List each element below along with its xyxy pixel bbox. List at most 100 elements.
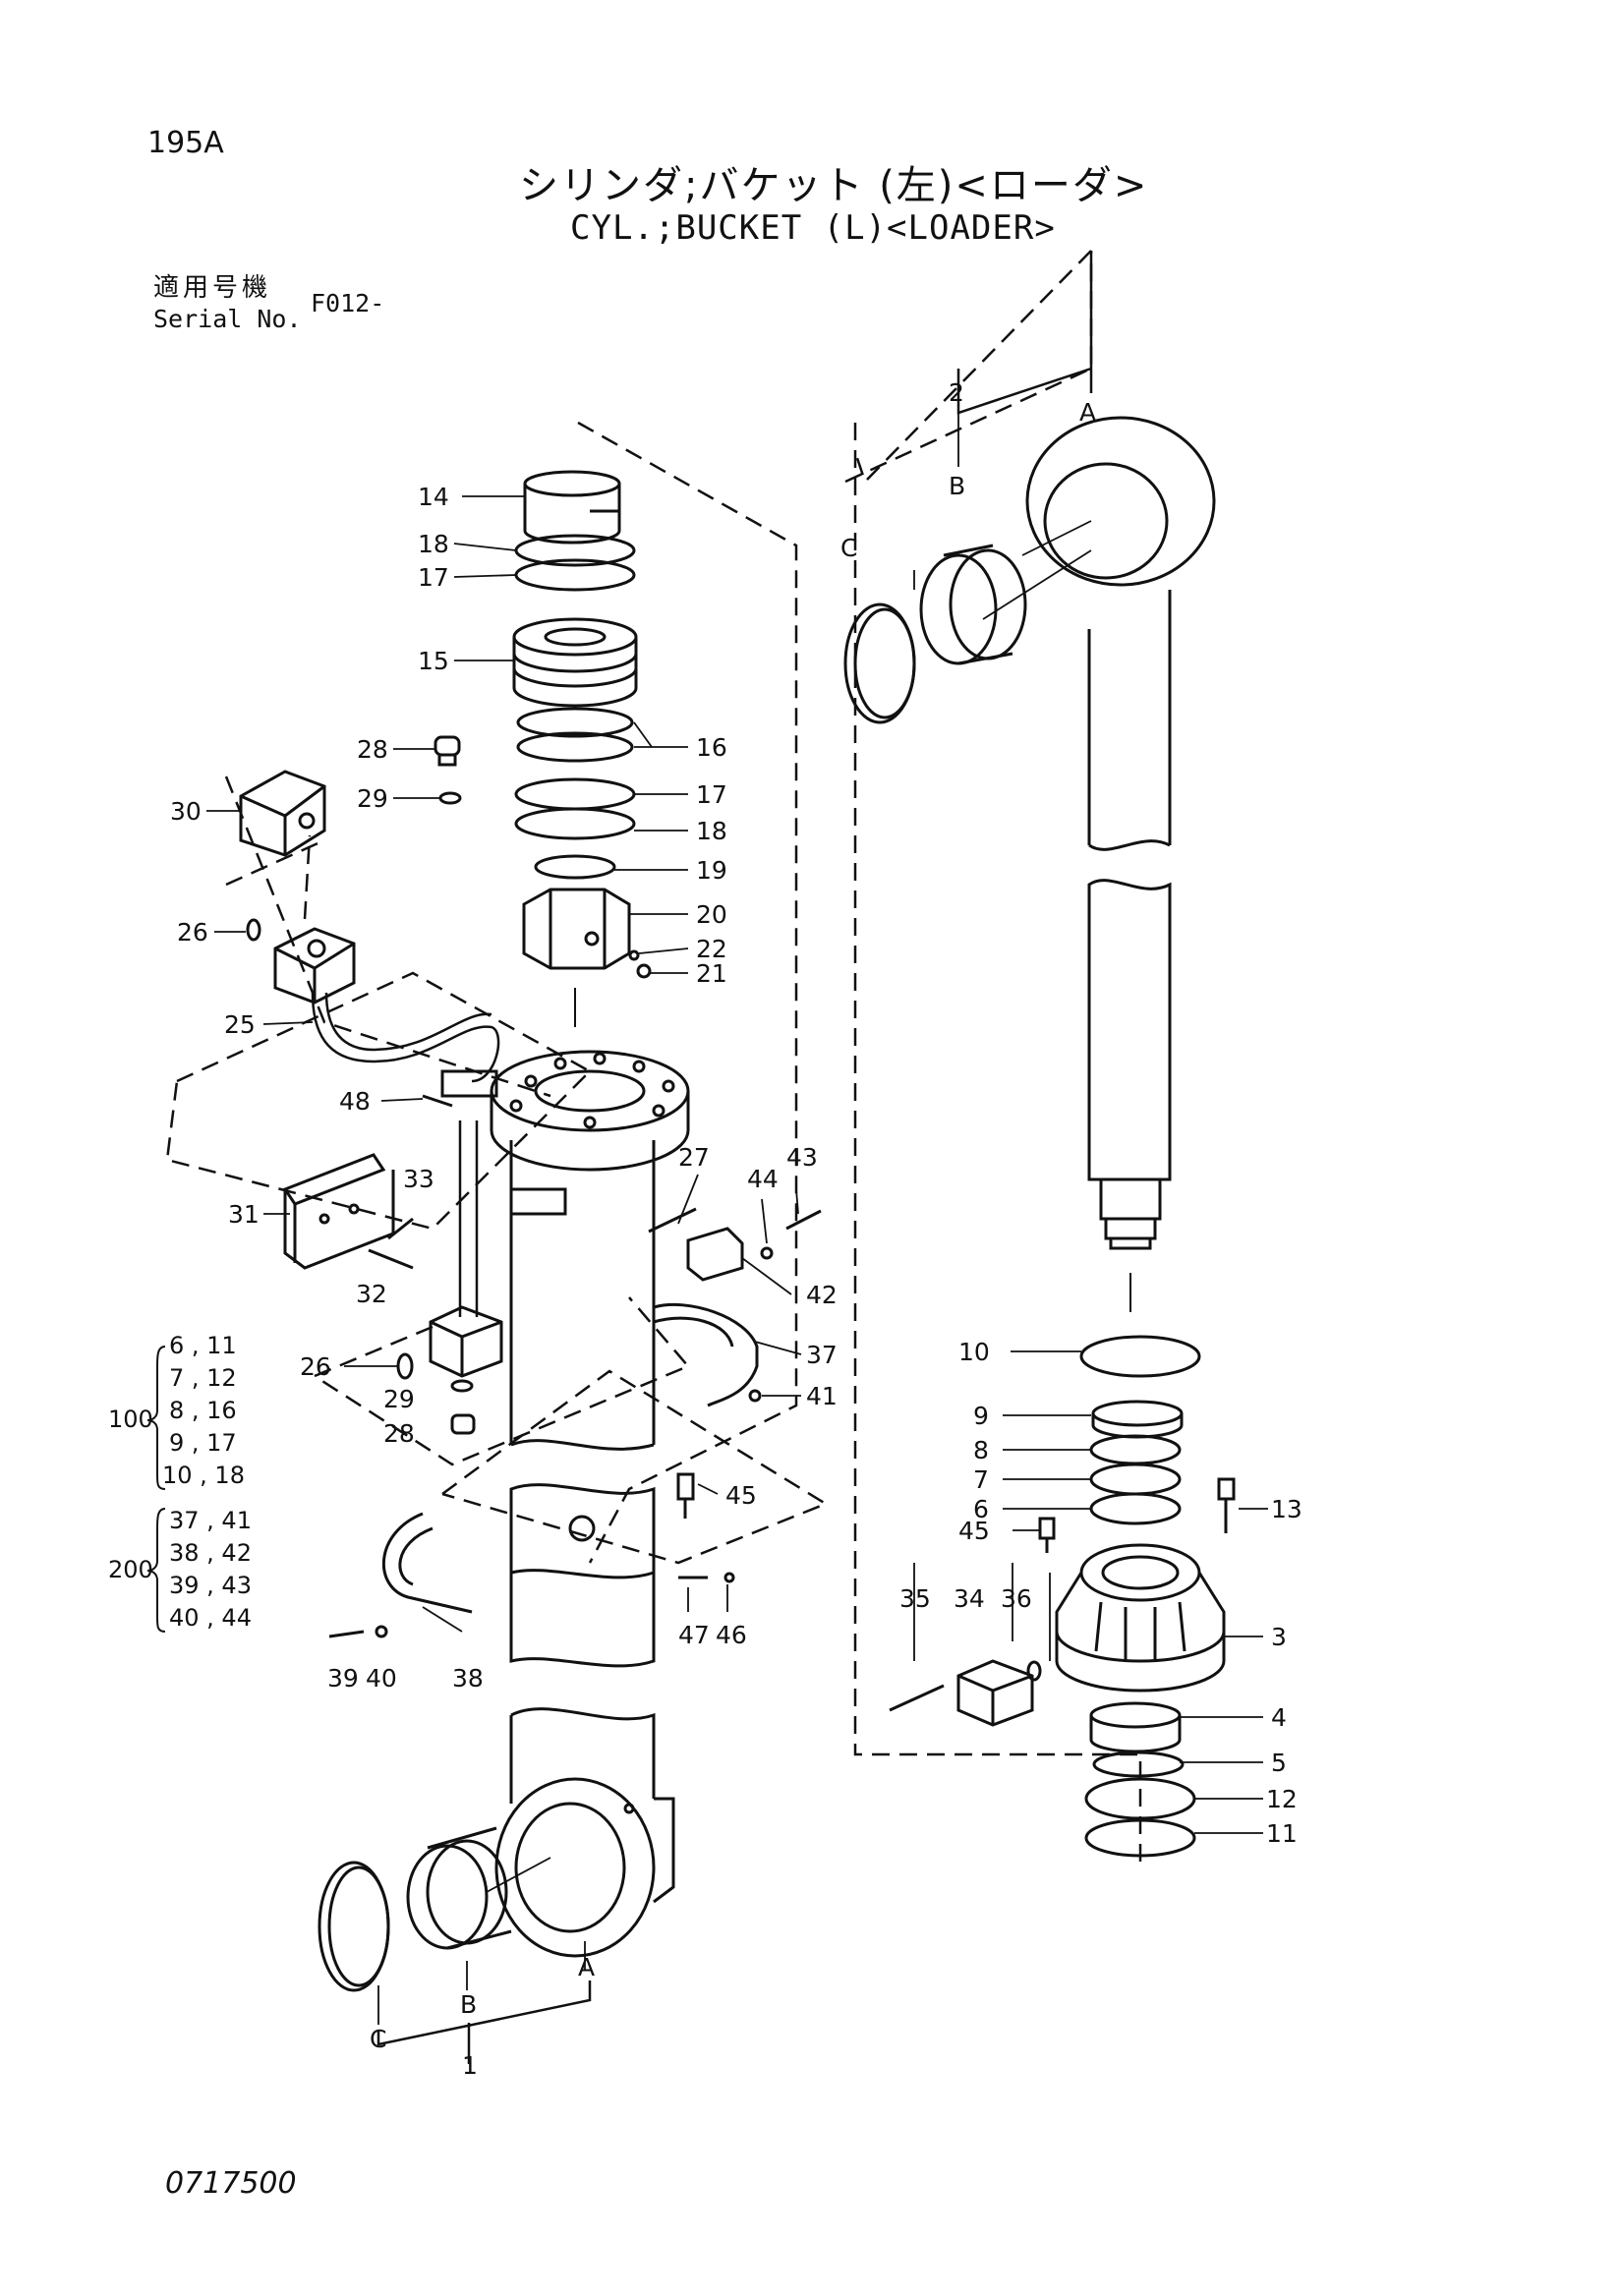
- callout-33: 33: [403, 1165, 434, 1193]
- callout-36: 36: [1001, 1584, 1032, 1613]
- part-lower-block: [429, 1305, 503, 1378]
- callout-6: 6: [973, 1495, 989, 1523]
- part-6-ring: [1089, 1492, 1182, 1525]
- part-16-ring: [516, 707, 634, 738]
- callout-26-b: 26: [300, 1352, 331, 1381]
- callout-17: 17: [418, 563, 449, 592]
- kit-200-brace: [146, 1508, 166, 1633]
- part-19-ring: [534, 854, 616, 880]
- assembly-bracket-lines: [376, 251, 1093, 2064]
- cylinder-bottom-eye: [494, 1707, 675, 1958]
- callout-37: 37: [806, 1341, 838, 1369]
- part-25-pipe: [311, 992, 500, 1083]
- callout-10: 10: [958, 1338, 990, 1366]
- callout-44: 44: [747, 1165, 779, 1193]
- part-20-nut: [522, 888, 631, 970]
- part-21-screw: [636, 963, 652, 979]
- leader-lines: [206, 413, 1268, 2025]
- kit-200-number: 200: [108, 1556, 153, 1583]
- callout-15: 15: [418, 647, 449, 675]
- part-2-rod-eye: [1025, 416, 1216, 1250]
- callout-11: 11: [1266, 1819, 1298, 1848]
- callout-18: 18: [418, 530, 449, 558]
- callout-30: 30: [170, 797, 202, 826]
- part-48-bolt: [422, 1094, 453, 1108]
- part-42-clamp: [686, 1227, 744, 1282]
- part-40-washer: [375, 1625, 388, 1638]
- callout-48: 48: [339, 1087, 371, 1116]
- part-36-oring: [1026, 1660, 1042, 1682]
- callout-41: 41: [806, 1382, 838, 1410]
- callout-45: 45: [725, 1481, 757, 1510]
- callout-labels: 14 18 17 15 16 17 18 19 20 22 21 28 29 3…: [170, 378, 1302, 2080]
- part-13-bolt: [1217, 1477, 1236, 1533]
- callout-A-top: A: [1079, 398, 1096, 427]
- cylinder-tube: [440, 1050, 690, 1451]
- part-28-plug-b: [450, 1413, 476, 1435]
- callout-21: 21: [696, 959, 727, 988]
- part-30-block: [239, 770, 326, 857]
- callout-19: 19: [696, 856, 727, 885]
- part-5-ring: [1092, 1751, 1185, 1778]
- kit-100-number: 100: [108, 1406, 153, 1433]
- part-8-ring: [1089, 1434, 1182, 1465]
- callout-34: 34: [954, 1584, 985, 1613]
- serial-label-japanese: 適用号機: [153, 273, 272, 303]
- part-41-nut: [748, 1389, 762, 1403]
- part-35-bolt: [889, 1684, 945, 1712]
- part-17-ring-b: [514, 777, 636, 811]
- part-10-ring: [1079, 1335, 1201, 1378]
- kit-100-row: 10 , 18: [162, 1462, 245, 1489]
- callout-20: 20: [696, 900, 727, 929]
- part-snap-ring-upper-inner: [853, 607, 916, 719]
- part-38-band: [381, 1512, 473, 1614]
- callout-46: 46: [716, 1621, 747, 1649]
- callout-42: 42: [806, 1281, 838, 1309]
- callout-22: 22: [696, 935, 727, 963]
- part-45-fitting-right: [1038, 1517, 1056, 1553]
- callout-4: 4: [1271, 1703, 1287, 1732]
- page-number: 195A: [147, 126, 224, 160]
- kit-200-row: 37 , 41: [169, 1507, 252, 1534]
- part-bushing-lower: [406, 1826, 512, 1950]
- callout-43: 43: [786, 1143, 818, 1172]
- part-43-bolt: [785, 1209, 822, 1231]
- drawing-number: 0717500: [165, 2166, 297, 2201]
- part-34-block: [956, 1659, 1034, 1727]
- part-44-washer: [760, 1246, 774, 1260]
- part-11-ring: [1084, 1818, 1196, 1858]
- part-31-bracket: [282, 1153, 395, 1270]
- part-16-ring-b: [516, 731, 634, 763]
- part-32-bolt: [368, 1248, 414, 1270]
- callout-A-bottom: A: [578, 1953, 595, 1981]
- kit-100-row: 6 , 11: [169, 1332, 237, 1359]
- callout-17-b: 17: [696, 780, 727, 809]
- kit-100-list: 100 6 , 11 7 , 12 8 , 16 9 , 17 10 , 18: [108, 1332, 245, 1490]
- callout-29: 29: [357, 784, 388, 813]
- part-snap-ring-lower-inner: [327, 1866, 390, 1987]
- callout-18-b: 18: [696, 817, 727, 845]
- kit-100-row: 9 , 17: [169, 1429, 237, 1457]
- part-26-oring: [246, 918, 261, 942]
- callout-25: 25: [224, 1010, 256, 1039]
- kit-200-row: 40 , 44: [169, 1604, 252, 1632]
- callout-B-bottom: B: [460, 1990, 477, 2019]
- kit-200-row: 38 , 42: [169, 1539, 252, 1567]
- part-39-bolt: [328, 1630, 365, 1638]
- callout-12: 12: [1266, 1785, 1298, 1813]
- callout-47: 47: [678, 1621, 710, 1649]
- callout-9: 9: [973, 1402, 989, 1430]
- callout-26: 26: [177, 918, 208, 947]
- callout-3: 3: [1271, 1623, 1287, 1651]
- callout-32: 32: [356, 1280, 387, 1308]
- callout-35: 35: [899, 1584, 931, 1613]
- callout-B-top: B: [949, 472, 965, 500]
- part-45-fitting: [676, 1472, 695, 1519]
- callout-28-b: 28: [383, 1419, 415, 1448]
- callout-31: 31: [228, 1200, 260, 1229]
- part-37-band: [653, 1302, 759, 1407]
- kit-200-row: 39 , 43: [169, 1572, 252, 1599]
- serial-label-english: Serial No.: [153, 305, 302, 333]
- callout-2: 2: [949, 378, 964, 407]
